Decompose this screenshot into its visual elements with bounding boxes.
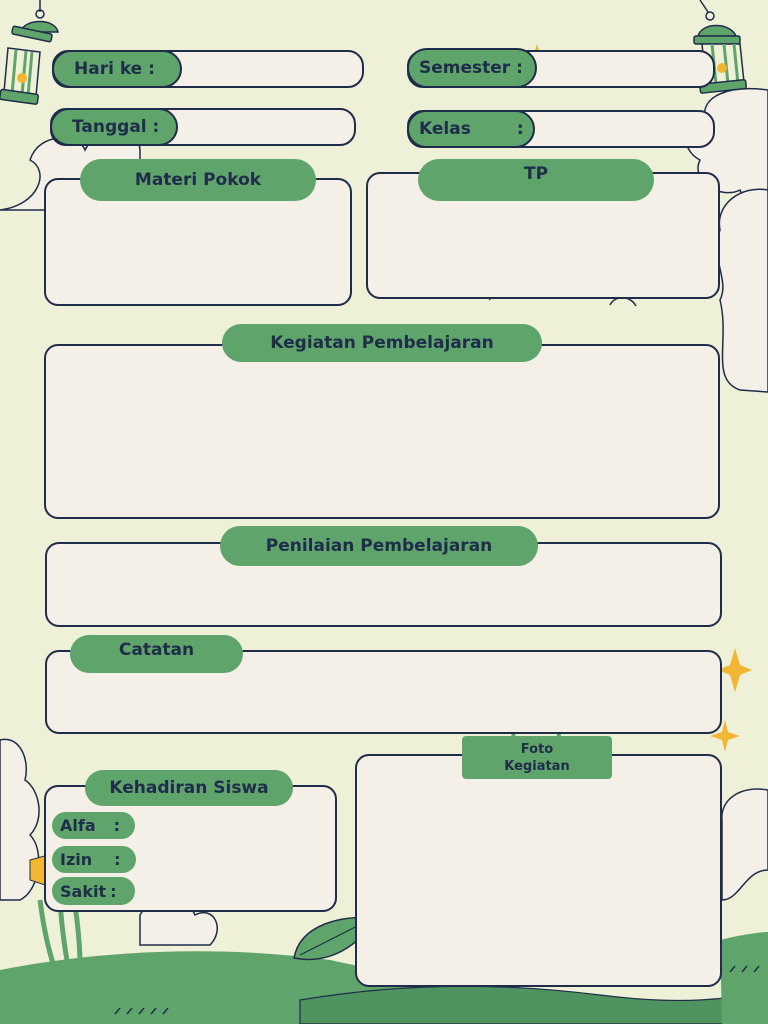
kegiatan-title-text: Kegiatan Pembelajaran — [270, 333, 494, 353]
lantern-left — [0, 0, 59, 105]
catatan-title-text: Catatan — [118, 640, 195, 660]
star-large — [718, 648, 752, 692]
alfa-label: Alfa — [60, 816, 96, 835]
hill-right — [720, 932, 768, 1024]
izin-field[interactable]: Izin : — [52, 846, 136, 873]
tanggal-label-text: Tanggal : — [72, 117, 160, 137]
kegiatan-title: Kegiatan Pembelajaran — [222, 324, 542, 362]
kehadiran-title: Kehadiran Siswa — [85, 770, 293, 806]
tanggal-label: Tanggal : — [50, 108, 178, 146]
hill-middle — [299, 985, 768, 1024]
penilaian-title: Penilaian Pembelajaran — [220, 526, 538, 566]
tp-title: TP — [418, 159, 654, 201]
sakit-field[interactable]: Sakit : — [52, 877, 135, 905]
izin-label: Izin — [60, 850, 93, 869]
sakit-label: Sakit — [60, 881, 107, 901]
kegiatan-box[interactable] — [44, 344, 720, 519]
cloud-left-bottom — [0, 738, 40, 901]
kehadiran-title-text: Kehadiran Siswa — [109, 778, 269, 798]
tp-title-text: TP — [523, 164, 549, 184]
materi-pokok-title: Materi Pokok — [80, 159, 316, 201]
foto-kegiatan-label: Foto Kegiatan — [462, 736, 612, 779]
izin-colon: : — [114, 850, 121, 869]
semester-label: Semester : — [407, 48, 537, 88]
semester-label-text: Semester : — [419, 58, 523, 78]
hari-ke-label: Hari ke : — [52, 50, 182, 88]
cloud-right-bottom — [721, 788, 768, 901]
cloud-right-mid — [716, 188, 768, 393]
foto-kegiatan-box[interactable] — [355, 754, 722, 987]
alfa-field[interactable]: Alfa : — [52, 812, 135, 839]
alfa-colon: : — [113, 816, 121, 835]
materi-pokok-title-text: Materi Pokok — [134, 170, 262, 190]
kelas-label-text: Kelas — [419, 119, 471, 139]
sakit-colon: : — [110, 881, 117, 901]
foto-label-line1: Foto — [520, 741, 554, 757]
penilaian-title-text: Penilaian Pembelajaran — [265, 536, 493, 556]
foto-label-line2: Kegiatan — [504, 758, 570, 774]
kelas-label: Kelas : — [407, 110, 535, 148]
hari-ke-label-text: Hari ke : — [74, 59, 155, 79]
star-small — [710, 720, 740, 752]
catatan-title: Catatan — [70, 635, 243, 673]
kelas-colon: : — [516, 119, 524, 139]
